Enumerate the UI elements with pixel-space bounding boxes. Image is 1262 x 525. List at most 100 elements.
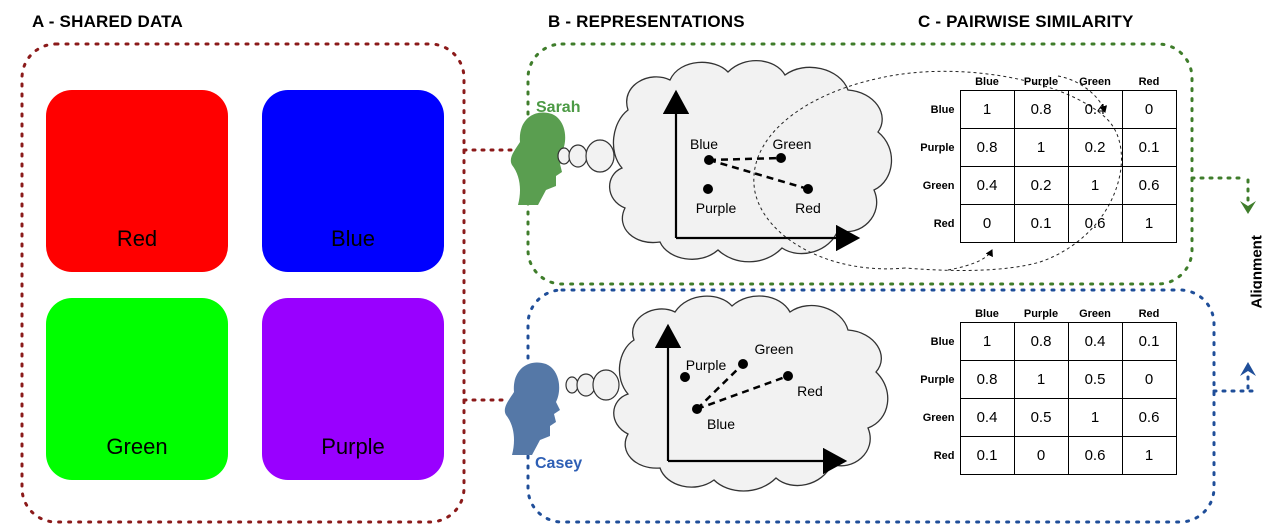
casey-label-red: Red <box>797 383 823 399</box>
mapping-arrow-bottom <box>947 249 993 271</box>
card-purple: Purple <box>262 298 444 480</box>
table-cell: 0.4 <box>959 398 1015 437</box>
table-corner <box>920 74 960 91</box>
representations-title: B - REPRESENTATIONS <box>548 12 745 31</box>
row-header: Red <box>933 217 955 230</box>
casey-head-icon <box>504 362 560 455</box>
sarah-bubble-small <box>557 147 571 165</box>
sarah-head-icon <box>510 112 566 205</box>
table-cell: 0.1 <box>1121 128 1177 167</box>
card-red-label: Red <box>116 226 158 251</box>
table-cell: 0.4 <box>959 166 1015 205</box>
casey-point-red <box>783 371 793 381</box>
sarah-similarity-table: Blue Purple Green Red Blue 1 0.8 0.4 0 P… <box>920 74 1177 243</box>
table-cell: 0.1 <box>959 436 1015 475</box>
sarah-bubble-medium <box>568 144 588 168</box>
sarah-label-blue: Blue <box>690 136 718 152</box>
table-cell: 0.2 <box>1067 128 1123 167</box>
sarah-point-blue <box>704 155 714 165</box>
table-cell: 0.4 <box>1067 90 1123 129</box>
card-purple-label: Purple <box>321 434 385 459</box>
table-cell: 0.1 <box>1013 204 1069 243</box>
table-cell: 0.2 <box>1013 166 1069 205</box>
casey-bubble-medium <box>576 373 596 397</box>
mapping-ellipse <box>753 70 1122 271</box>
casey-link-blue-green <box>696 363 744 410</box>
alignment-arrow-down-icon <box>1240 201 1256 214</box>
sarah-point-green <box>776 153 786 163</box>
table-cell: 0.8 <box>1013 90 1069 129</box>
table-cell: 1 <box>1013 360 1069 399</box>
table-cell: 0 <box>1121 90 1177 129</box>
row-header: Red <box>933 449 955 462</box>
sarah-label-red: Red <box>795 200 821 216</box>
table-row: Green 0.4 0.5 1 0.6 <box>920 398 1177 437</box>
casey-bubble-large <box>592 369 620 401</box>
row-header: Green <box>922 179 955 192</box>
table-row: Purple 0.8 1 0.2 0.1 <box>920 128 1177 167</box>
sarah-name: Sarah <box>536 99 581 116</box>
table-row: Blue 1 0.8 0.4 0.1 <box>920 322 1177 361</box>
casey-point-purple <box>680 372 690 382</box>
sarah-label-purple: Purple <box>696 200 737 216</box>
table-cell: 0.6 <box>1121 398 1177 437</box>
table-cell: 0.6 <box>1067 204 1123 243</box>
card-green: Green <box>46 298 228 480</box>
table-cell: 1 <box>959 90 1015 129</box>
table-cell: 1 <box>1013 128 1069 167</box>
table-cell: 0 <box>1121 360 1177 399</box>
table-cell: 0.6 <box>1067 436 1123 475</box>
alignment-label: Alignment <box>1248 235 1262 309</box>
casey-link-blue-red <box>696 374 789 411</box>
table-row: Red 0.1 0 0.6 1 <box>920 436 1177 475</box>
card-red: Red <box>46 90 228 272</box>
casey-point-green <box>738 359 748 369</box>
row-header: Purple <box>920 373 955 386</box>
card-blue-label: Blue <box>330 226 376 251</box>
table-cell: 1 <box>959 322 1015 361</box>
sarah-label-green: Green <box>773 136 812 152</box>
row-header: Blue <box>930 103 955 116</box>
sarah-link-blue-green <box>708 156 782 162</box>
sarah-bubble-large <box>585 139 615 173</box>
row-header: Blue <box>930 335 955 348</box>
table-cell: 0.8 <box>959 360 1015 399</box>
table-cell: 0.6 <box>1121 166 1177 205</box>
table-row: Blue 1 0.8 0.4 0 <box>920 90 1177 129</box>
table-cell: 0 <box>1013 436 1069 475</box>
table-row: Green 0.4 0.2 1 0.6 <box>920 166 1177 205</box>
card-green-label: Green <box>106 434 168 459</box>
column-header-green: Green <box>1079 76 1111 88</box>
column-header-green: Green <box>1079 308 1111 320</box>
casey-name: Casey <box>535 455 583 472</box>
casey-bubble-small <box>565 376 579 394</box>
column-header-blue: Blue <box>975 308 999 320</box>
table-cell: 1 <box>1067 398 1123 437</box>
card-blue: Blue <box>262 90 444 272</box>
casey-label-green: Green <box>755 341 794 357</box>
table-row: Purple 0.8 1 0.5 0 <box>920 360 1177 399</box>
column-header-blue: Blue <box>975 76 999 88</box>
casey-similarity-table: Blue Purple Green Red Blue 1 0.8 0.4 0.1… <box>920 306 1177 475</box>
table-cell: 0.8 <box>1013 322 1069 361</box>
table-row: Red 0 0.1 0.6 1 <box>920 204 1177 243</box>
shared-data-title: A - SHARED DATA <box>32 12 183 31</box>
row-header: Green <box>922 411 955 424</box>
table-cell: 1 <box>1121 204 1177 243</box>
casey-cloud <box>613 295 889 492</box>
table-cell: 0.1 <box>1121 322 1177 361</box>
table-cell: 0.8 <box>959 128 1015 167</box>
table-cell: 1 <box>1067 166 1123 205</box>
pairwise-similarity-title: C - PAIRWISE SIMILARITY <box>918 12 1134 31</box>
table-cell: 0 <box>959 204 1015 243</box>
column-header-purple: Purple <box>1023 76 1059 88</box>
sarah-point-red <box>803 184 813 194</box>
sarah-point-purple <box>703 184 713 194</box>
table-corner <box>920 306 960 323</box>
table-cell: 0.5 <box>1013 398 1069 437</box>
column-header-red: Red <box>1138 308 1160 320</box>
row-header: Purple <box>920 141 955 154</box>
casey-label-blue: Blue <box>707 416 735 432</box>
